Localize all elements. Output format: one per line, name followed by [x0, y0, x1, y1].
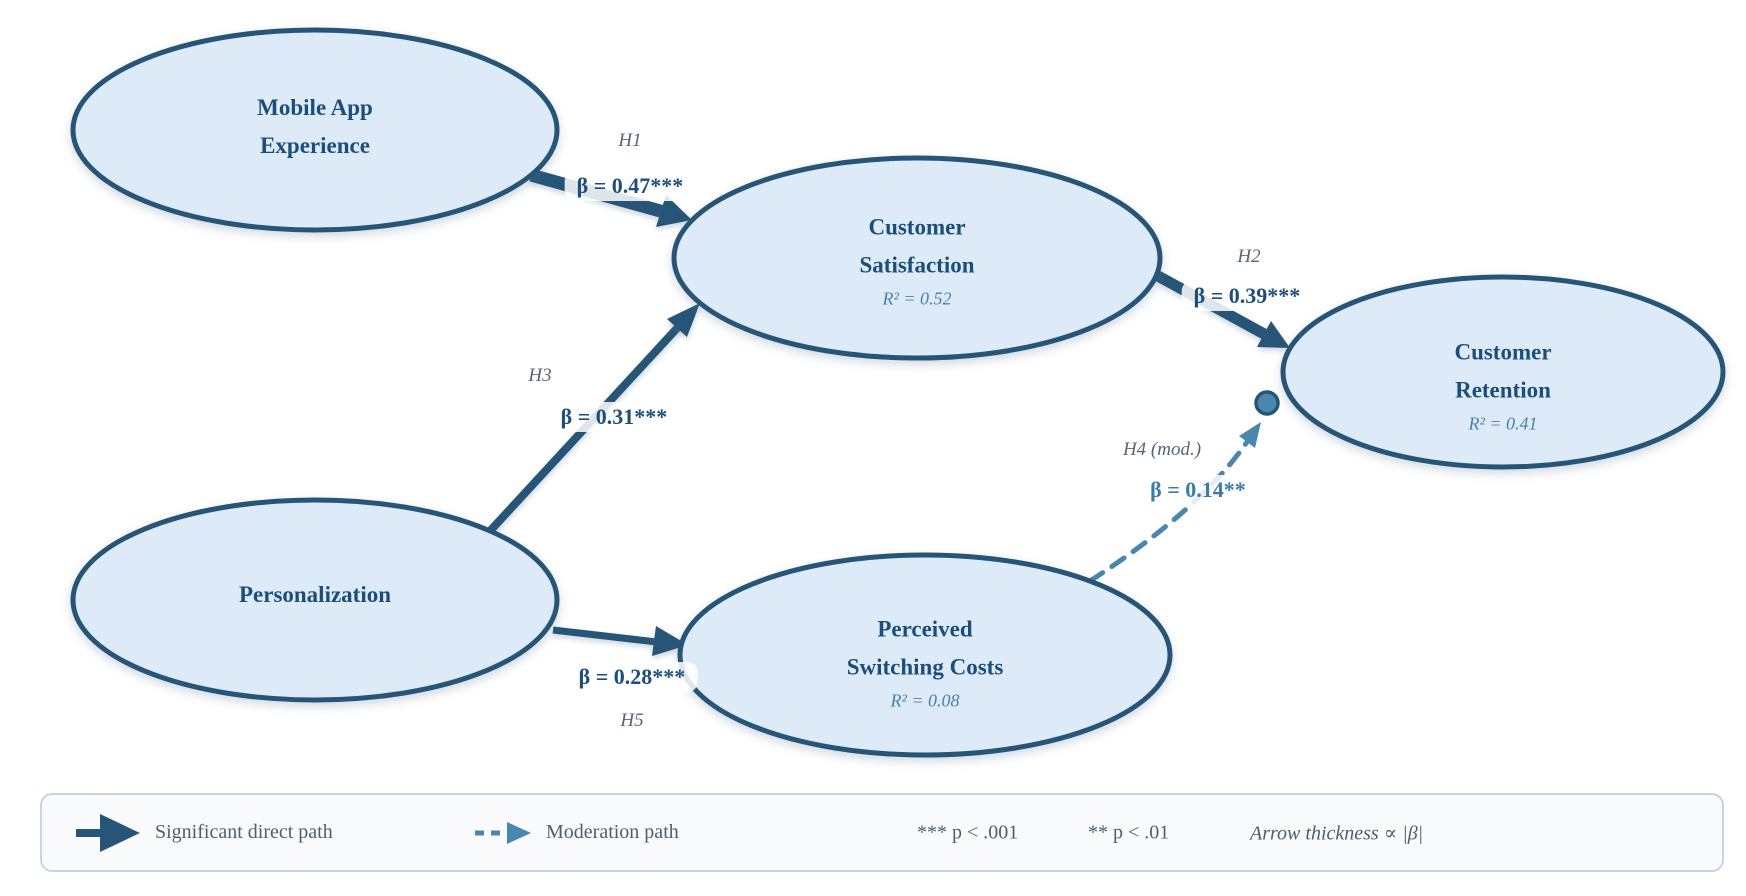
legend-item-sig-01: ** p < .01	[1088, 821, 1169, 844]
node-title-line: Retention	[1455, 377, 1551, 403]
path-h2-arrowhead-icon	[1257, 321, 1290, 348]
hypothesis-label-h1: H1	[606, 128, 654, 154]
hypothesis-label-h4: H4 (mod.)	[1110, 437, 1214, 463]
node-title-line: Switching Costs	[846, 654, 1004, 680]
node-title-line: Satisfaction	[859, 252, 975, 278]
node-label-mobile-app: Mobile App Experience	[257, 89, 373, 165]
legend-moderation-label: Moderation path	[546, 821, 679, 843]
node-title-line: Experience	[260, 133, 370, 158]
legend-item-direct: Significant direct path	[74, 811, 333, 855]
moderation-dot-icon	[1254, 390, 1280, 416]
legend: Significant direct path Moderation path …	[40, 793, 1724, 872]
node-r2-value: R² = 0.41	[1468, 413, 1538, 434]
beta-label-h1: β = 0.47***	[564, 171, 696, 201]
node-title-line: Customer	[1454, 339, 1552, 365]
hypothesis-label-h3: H3	[516, 363, 564, 389]
node-ellipse-customer-retention	[1280, 274, 1726, 470]
legend-item-moderation: Moderation path	[473, 818, 679, 848]
node-r2-value: R² = 0.08	[890, 690, 960, 711]
moderation-arrow-icon	[475, 821, 531, 844]
path-h5	[552, 626, 688, 656]
beta-label-h2: β = 0.39***	[1181, 281, 1313, 311]
node-label-personalization: Personalization	[239, 576, 391, 614]
node-ellipse-perceived-switching-costs	[677, 552, 1173, 758]
path-h4-dashed-line	[1087, 439, 1250, 584]
node-ellipse-personalization	[70, 497, 560, 703]
node-title-line: Perceived	[877, 616, 973, 642]
node-title-line: Customer	[868, 214, 966, 240]
node-ellipse-mobile-app	[70, 27, 560, 233]
legend-item-thickness-note: Arrow thickness ∝ |β|	[1250, 820, 1423, 845]
node-label-customer-satisfaction: Customer Satisfaction R² = 0.52	[860, 209, 975, 310]
legend-direct-label: Significant direct path	[155, 821, 333, 843]
legend-item-sig-001: *** p < .001	[917, 821, 1018, 844]
path-h5-arrowhead-icon	[652, 626, 688, 656]
node-label-perceived-switching-costs: Perceived Switching Costs R² = 0.08	[847, 611, 1004, 712]
hypothesis-label-h5: H5	[608, 708, 656, 734]
direct-arrow-icon	[76, 813, 140, 852]
path-h3-arrowhead-icon	[667, 303, 700, 337]
node-title-line: Mobile App	[257, 95, 373, 120]
node-ellipse-customer-satisfaction	[671, 155, 1163, 361]
legend-sig-01-label: ** p < .01	[1088, 821, 1170, 843]
node-label-customer-retention: Customer Retention R² = 0.41	[1454, 334, 1551, 435]
legend-sig-001-label: *** p < .001	[917, 821, 1019, 843]
node-r2-value: R² = 0.52	[882, 288, 952, 309]
path-h4-arrowhead-icon	[1239, 422, 1261, 448]
path-h5-line	[552, 626, 658, 646]
beta-label-h3: β = 0.31***	[548, 402, 680, 432]
beta-label-h5: β = 0.28***	[566, 662, 698, 692]
path-h4-moderation	[1087, 390, 1280, 584]
moderation-arrow-head	[507, 821, 531, 844]
beta-label-h4: β = 0.14**	[1138, 475, 1258, 505]
hypothesis-label-h2: H2	[1225, 244, 1273, 270]
path-h1-arrowhead-icon	[656, 195, 692, 227]
legend-thickness-note: Arrow thickness ∝ |β|	[1250, 822, 1424, 844]
node-title-line: Personalization	[238, 582, 392, 607]
direct-arrow-head	[100, 813, 140, 852]
